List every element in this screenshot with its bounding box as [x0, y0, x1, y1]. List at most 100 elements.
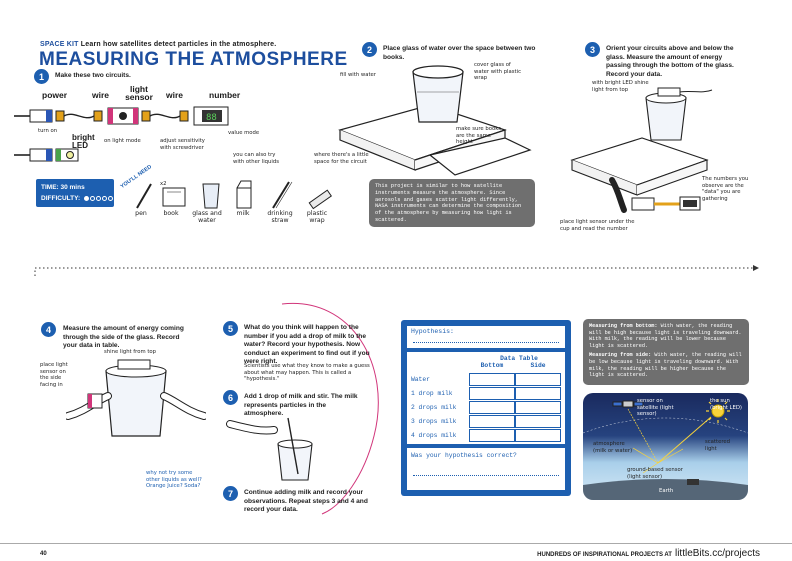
difficulty-dot	[84, 196, 90, 201]
correct-label: Was your hypothesis correct?	[411, 452, 517, 459]
step-4-number: 4	[41, 322, 56, 337]
book-count: x2	[160, 181, 167, 187]
step-7-text: Continue adding milk and record your obs…	[244, 489, 368, 513]
book-right-icon	[428, 137, 532, 176]
atmosphere-diagram: sensor on satellite (light sensor) the s…	[583, 393, 748, 500]
step-2-text: Place glass of water over the space betw…	[383, 45, 536, 61]
supply-pen: pen	[135, 210, 147, 217]
results-box: Measuring from bottom: With water, the r…	[583, 319, 749, 385]
glass-icon	[105, 370, 167, 437]
hypothesis-note: Scientists use what they know to make a …	[244, 363, 370, 382]
step-3-text: Orient your circuits above and below the…	[606, 45, 734, 78]
cell-bottom[interactable]	[469, 373, 515, 386]
step-3-illustration	[570, 87, 713, 213]
module-wire-1: wire	[92, 90, 110, 100]
supplies-icons	[136, 180, 333, 210]
cell-side[interactable]	[515, 401, 561, 414]
bright-led-label: bright LED	[72, 133, 95, 150]
step-1-number: 1	[34, 69, 49, 84]
note-sensor-under: place light sensor under the cup and rea…	[560, 219, 635, 232]
note-turn-on: turn on	[38, 128, 58, 134]
section-divider	[34, 265, 759, 276]
table-row: 2 drops milk	[407, 400, 565, 414]
kicker: SPACE KIT Learn how satellites detect pa…	[40, 41, 276, 48]
straw-icon	[272, 181, 293, 209]
led-module-icon	[657, 87, 681, 97]
milk-icon	[236, 180, 252, 209]
hypothesis-box[interactable]: Hypothesis:	[407, 326, 565, 348]
module-power: power	[42, 90, 68, 100]
footer-link[interactable]: littleBits.cc/projects	[674, 548, 760, 559]
table-row: Water	[407, 372, 565, 386]
step-1-text: Make these two circuits.	[55, 72, 131, 79]
result-side: Measuring from side: With water, the rea…	[589, 352, 743, 378]
sun-icon	[706, 399, 730, 423]
kit-label: SPACE KIT	[40, 41, 79, 48]
cell-bottom[interactable]	[469, 415, 515, 428]
led-module-icon	[117, 359, 151, 370]
note-led-top: with bright LED shine light from top	[592, 80, 649, 93]
cell-side[interactable]	[515, 373, 561, 386]
ground-sensor-icon	[687, 479, 699, 485]
sensor-module-icon	[631, 197, 655, 211]
hypothesis-label: Hypothesis:	[411, 328, 454, 335]
label-sun: the sun (bright LED)	[710, 398, 743, 411]
wire-module-icon	[93, 110, 103, 122]
difficulty-dot	[90, 196, 96, 201]
pen-icon	[136, 183, 152, 209]
step-5-number: 5	[223, 321, 238, 336]
row-label: 2 drops milk	[411, 404, 457, 411]
row-label: Water	[411, 376, 430, 383]
cell-side[interactable]	[515, 429, 561, 442]
note-light-mode: on light mode	[104, 138, 141, 144]
cell-bottom[interactable]	[469, 429, 515, 442]
note-space: where there's a little space for the cir…	[314, 152, 369, 165]
label-scattered: scattered light	[705, 439, 731, 452]
table-row: 3 drops milk	[407, 414, 565, 428]
note-other-liquids-tip: why not try some other liquids as well? …	[146, 470, 202, 489]
label-ground-sensor: ground-based sensor (light sensor)	[627, 467, 683, 480]
data-card: Hypothesis: Data Table Bottom Side Water…	[401, 320, 571, 496]
glass-icon	[277, 443, 313, 481]
step-2-number: 2	[362, 42, 377, 57]
step-3-number: 3	[585, 42, 600, 57]
supply-plastic-wrap: plastic wrap	[306, 210, 328, 224]
table-title: Data Table	[500, 355, 538, 362]
step-7-number: 7	[223, 486, 238, 501]
svg-text:88: 88	[206, 113, 217, 123]
satellite-icon	[612, 400, 644, 408]
footer-tagline: HUNDREDS OF INSPIRATIONAL PROJECTS AT li…	[537, 548, 760, 559]
book-icon	[162, 187, 186, 207]
note-other-liquids: you can also try with other liquids	[233, 152, 279, 165]
cell-side[interactable]	[515, 415, 561, 428]
note-fill-water: fill with water	[340, 72, 376, 78]
step-4-illustration	[66, 359, 206, 437]
module-number: number	[209, 90, 241, 100]
difficulty-dot	[96, 196, 102, 201]
step-6-number: 6	[223, 390, 238, 405]
correct-box[interactable]: Was your hypothesis correct?	[407, 448, 565, 490]
footer-rule	[0, 543, 792, 544]
note-same-height: make sure books are the same height	[456, 126, 502, 145]
result-bottom-head: Measuring from bottom:	[589, 323, 658, 329]
circuit-illustration: 88	[14, 106, 229, 162]
label-atmosphere: atmosphere (milk or water)	[593, 441, 633, 454]
col-side: Side	[530, 362, 546, 369]
time-label: TIME: 30 mins	[41, 184, 85, 191]
note-sensitivity: adjust sensitivity with screwdriver	[160, 138, 205, 151]
note-cover-glass: cover glass of water with plastic wrap	[474, 62, 521, 81]
cell-bottom[interactable]	[469, 401, 515, 414]
cell-bottom[interactable]	[469, 387, 515, 400]
result-side-text: With water, the reading will be low beca…	[589, 352, 742, 379]
row-label: 4 drops milk	[411, 432, 457, 439]
row-label: 3 drops milk	[411, 418, 457, 425]
table-row: 1 drop milk	[407, 386, 565, 400]
decorative-arc	[281, 302, 379, 515]
table-row: 4 drops milk	[407, 428, 565, 442]
cell-side[interactable]	[515, 387, 561, 400]
label-satellite-sensor: sensor on satellite (light sensor)	[637, 398, 674, 417]
difficulty-label: DIFFICULTY:	[41, 195, 81, 202]
glass-icon	[202, 183, 220, 209]
row-label: 1 drop milk	[411, 390, 453, 397]
